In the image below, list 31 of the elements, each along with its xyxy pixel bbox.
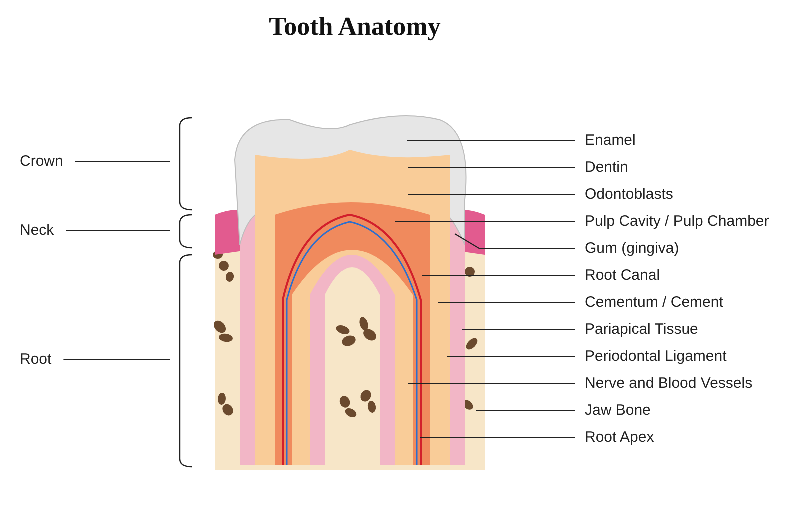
part-label: Dentin [585,159,628,177]
leader-line [64,359,170,361]
leader-line [438,302,575,304]
part-label: Gum (gingiva) [585,240,680,258]
leader-line [407,140,575,142]
part-label: Pulp Cavity / Pulp Chamber [585,213,770,231]
leader-line [408,383,575,385]
part-label: Nerve and Blood Vessels [585,375,753,393]
leader-line [454,234,575,250]
leader-line [395,221,575,223]
part-label: Crown [20,153,64,171]
part-label: Enamel [585,132,636,150]
part-label: Root Canal [585,267,660,285]
leader-line [408,167,575,169]
leader-line [66,230,170,232]
leader-line [462,329,575,331]
part-label: Root Apex [585,429,654,447]
diagram-title: Tooth Anatomy [268,12,442,42]
part-label: Periodontal Ligament [585,348,727,366]
leader-line [420,437,575,439]
part-label: Odontoblasts [585,186,674,204]
part-label: Jaw Bone [585,402,651,420]
part-label: Pariapical Tissue [585,321,698,339]
part-label: Cementum / Cement [585,294,724,312]
part-label: Neck [20,222,54,240]
leader-line [476,410,575,412]
leader-line [408,194,575,196]
leader-line [75,161,170,163]
part-label: Root [20,351,52,369]
leader-line [447,356,575,358]
leader-line [422,275,575,277]
